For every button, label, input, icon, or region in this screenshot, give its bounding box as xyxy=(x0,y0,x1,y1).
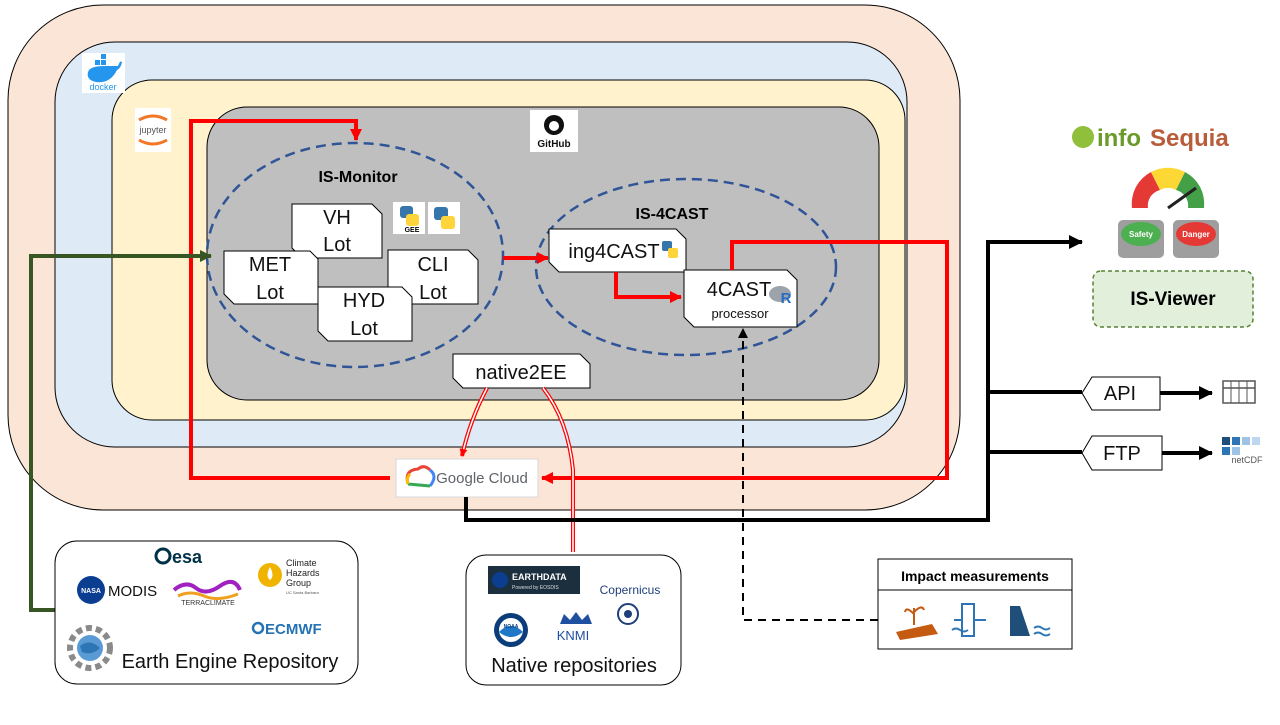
infosequia-logo: info Sequia xyxy=(1072,125,1229,152)
svg-text:EARTHDATA: EARTHDATA xyxy=(512,572,567,582)
docker-logo: docker xyxy=(82,53,125,93)
svg-text:FTP: FTP xyxy=(1103,443,1141,465)
jupyter-logo: jupyter xyxy=(135,108,171,152)
svg-text:Powered by EOSDIS: Powered by EOSDIS xyxy=(512,585,559,591)
impact-measurements-box: Impact measurements xyxy=(877,558,1073,650)
netcdf-icon: netCDF xyxy=(1222,437,1263,465)
terraclimate-logo: TERRACLIMATE xyxy=(172,578,242,607)
svg-text:Safety: Safety xyxy=(1129,230,1154,239)
svg-text:ing4CAST: ing4CAST xyxy=(568,241,659,263)
danger-button: Danger xyxy=(1173,220,1219,258)
is-4cast-title: IS-4CAST xyxy=(636,206,709,223)
earth-engine-repository-box: esa NASA MODIS TERRACLIMATE Climate Haza… xyxy=(54,540,359,685)
black-arrow-gcloud-to-outputs xyxy=(464,235,1083,522)
api-box: API xyxy=(1081,376,1161,411)
python-icon xyxy=(668,248,678,258)
github-logo: GitHub xyxy=(530,110,578,152)
earthdata-logo: EARTHDATA Powered by EOSDIS xyxy=(488,566,580,594)
svg-text:Group: Group xyxy=(286,578,311,588)
svg-text:Climate: Climate xyxy=(286,558,317,568)
is-monitor-title: IS-Monitor xyxy=(318,169,397,186)
r-icon: R xyxy=(769,286,792,307)
svg-text:MET: MET xyxy=(249,254,291,276)
svg-text:Sequia: Sequia xyxy=(1150,125,1229,152)
svg-text:jupyter: jupyter xyxy=(138,125,166,135)
red-arrow-processor-to-gcloud xyxy=(541,240,949,484)
safety-button: Safety xyxy=(1118,220,1164,258)
4cast-processor-box: 4CAST processor R xyxy=(683,269,798,328)
svg-text:Google Cloud: Google Cloud xyxy=(436,470,528,487)
svg-text:Hazards: Hazards xyxy=(286,568,320,578)
python-icon xyxy=(428,202,460,234)
modis-logo: MODIS xyxy=(108,583,157,600)
svg-text:VH: VH xyxy=(323,207,351,229)
red-arrow-ing-to-processor xyxy=(614,272,682,303)
svg-text:Impact measurements: Impact measurements xyxy=(901,568,1049,584)
svg-text:IS-Viewer: IS-Viewer xyxy=(1130,289,1216,310)
svg-text:NASA: NASA xyxy=(81,588,101,595)
svg-text:TERRACLIMATE: TERRACLIMATE xyxy=(181,600,235,607)
svg-text:Copernicus: Copernicus xyxy=(600,583,661,597)
svg-text:UC Santa Barbara: UC Santa Barbara xyxy=(286,590,319,595)
copernicus-logo: Copernicus xyxy=(600,583,661,625)
svg-text:Danger: Danger xyxy=(1182,230,1210,239)
ing4cast-box: ing4CAST xyxy=(548,228,687,273)
dry-soil-icon xyxy=(896,606,938,640)
svg-text:HYD: HYD xyxy=(343,290,385,312)
water-level-icon xyxy=(951,603,986,637)
svg-text:API: API xyxy=(1104,383,1136,405)
earth-engine-icon xyxy=(67,625,113,671)
nasa-logo: NASA xyxy=(77,576,105,604)
dashed-arrow-impact-to-processor xyxy=(738,328,878,621)
svg-text:GitHub: GitHub xyxy=(537,139,570,150)
esa-logo: esa xyxy=(154,547,203,567)
svg-text:native2EE: native2EE xyxy=(475,362,566,384)
met-lot: MET Lot xyxy=(223,250,319,305)
svg-text:ECMWF: ECMWF xyxy=(265,621,322,638)
dam-icon xyxy=(1010,606,1051,637)
svg-text:NOAA: NOAA xyxy=(504,624,519,630)
gauge-icon xyxy=(1131,167,1205,210)
noaa-logo: NOAA xyxy=(494,613,528,647)
svg-text:esa: esa xyxy=(172,547,203,567)
svg-text:netCDF: netCDF xyxy=(1231,455,1263,465)
svg-text:Lot: Lot xyxy=(350,318,378,340)
google-cloud-box: Google Cloud xyxy=(395,458,539,498)
svg-text:KNMI: KNMI xyxy=(557,628,590,643)
knmi-logo: KNMI xyxy=(557,612,592,643)
table-icon xyxy=(1222,380,1256,404)
is-4cast-group xyxy=(534,177,838,357)
native2ee-box: native2EE xyxy=(452,353,591,389)
python-gee-icon: GEE xyxy=(393,202,425,234)
red-arrow-gcloud-to-monitor xyxy=(189,119,390,480)
svg-text:docker: docker xyxy=(89,82,116,92)
svg-text:Lot: Lot xyxy=(323,234,351,256)
native-repositories-label: Native repositories xyxy=(491,655,657,677)
svg-text:R: R xyxy=(781,290,792,307)
svg-text:processor: processor xyxy=(711,306,769,321)
google-cloud-icon xyxy=(405,465,436,488)
green-arrow-ee-repo-to-monitor xyxy=(29,250,212,612)
svg-text:Lot: Lot xyxy=(419,282,447,304)
cli-lot: CLI Lot xyxy=(387,249,479,305)
svg-text:4CAST: 4CAST xyxy=(707,279,771,301)
svg-text:GEE: GEE xyxy=(405,227,420,234)
ecmwf-logo: ECMWF xyxy=(251,621,322,638)
native-repositories-box: EARTHDATA Powered by EOSDIS Copernicus N… xyxy=(465,554,682,686)
is-viewer-box: IS-Viewer xyxy=(1092,270,1254,328)
svg-text:CLI: CLI xyxy=(417,254,448,276)
hyd-lot: HYD Lot xyxy=(317,286,413,342)
climate-hazards-logo: Climate Hazards Group UC Santa Barbara xyxy=(258,558,320,595)
vh-lot: VH Lot xyxy=(291,203,383,259)
svg-text:info: info xyxy=(1097,125,1141,152)
earth-engine-repository-label: Earth Engine Repository xyxy=(122,651,339,673)
is-monitor-group xyxy=(205,141,505,369)
ftp-box: FTP xyxy=(1081,435,1163,471)
svg-text:Lot: Lot xyxy=(256,282,284,304)
